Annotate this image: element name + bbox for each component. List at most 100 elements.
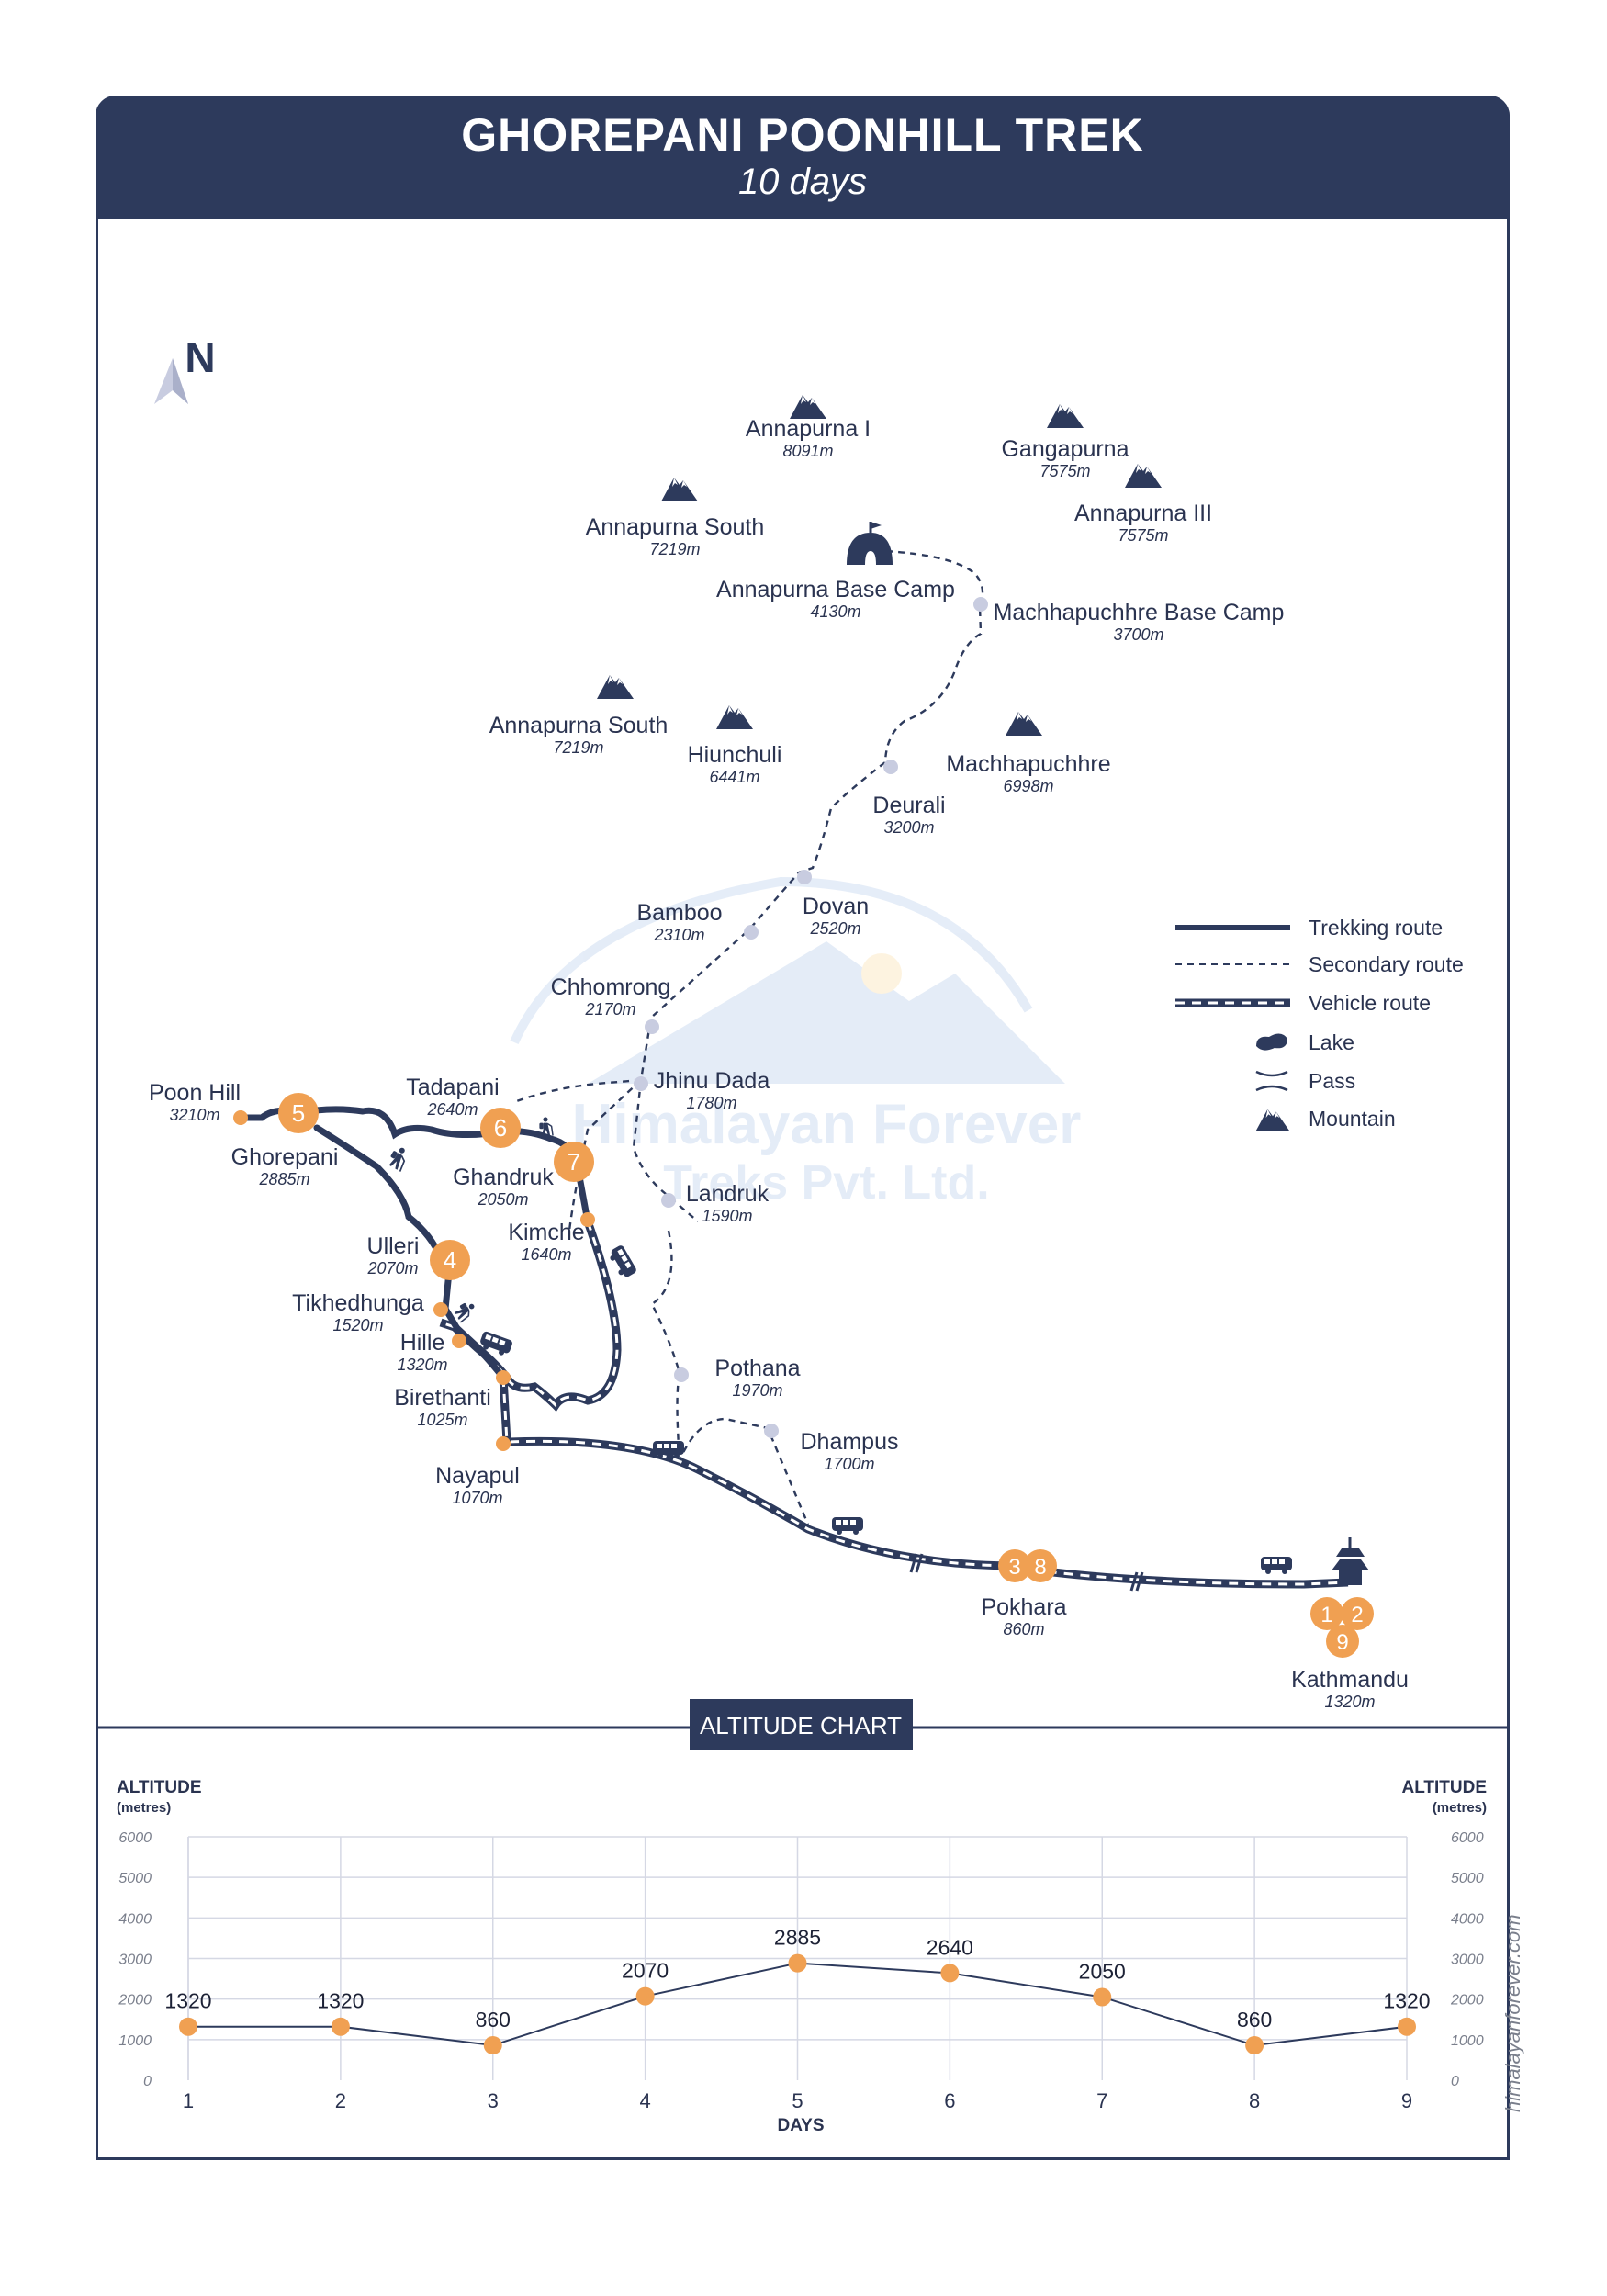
place-name: Ghandruk: [453, 1165, 554, 1190]
kathmandu-temple-icon: [1332, 1537, 1369, 1585]
place-name: Hille: [400, 1330, 445, 1356]
chart-title: ALTITUDE CHART: [700, 1712, 902, 1739]
place-marker: [496, 1370, 511, 1385]
place-altitude: 1025m: [417, 1411, 467, 1429]
place-altitude: 3200m: [883, 818, 934, 837]
x-tick-label: 7: [1096, 2089, 1107, 2112]
mountain-altitude: 7219m: [553, 738, 603, 757]
day-marker: [430, 1240, 470, 1280]
place-altitude: 1070m: [452, 1489, 502, 1507]
place-altitude: 2170m: [584, 1000, 635, 1019]
day-number: 8: [1034, 1555, 1046, 1580]
day-number: 9: [1336, 1630, 1348, 1655]
legend-item-vehicle-line: Vehicle route: [1175, 991, 1431, 1015]
altitude-value-label: 1320: [1383, 1989, 1430, 2013]
altitude-value-label: 1320: [164, 1989, 211, 2013]
place-name: Birethanti: [394, 1385, 491, 1411]
y-tick-label-right: 2000: [1450, 1993, 1484, 2009]
place-altitude: 1320m: [1324, 1693, 1375, 1711]
place-altitude: 2885m: [258, 1170, 309, 1188]
legend-label: Lake: [1309, 1030, 1354, 1054]
distance-breaks: [909, 1553, 1144, 1592]
place-marker: [674, 1367, 689, 1382]
mountain-name: Annapurna South: [489, 713, 669, 738]
mountain-name: Annapurna South: [586, 514, 765, 540]
mountain-name: Machhapuchhre: [946, 751, 1110, 777]
day-marker: [1326, 1625, 1359, 1658]
day-number: 4: [444, 1246, 456, 1274]
place-name: Tadapani: [406, 1075, 499, 1100]
place-name: Jhinu Dada: [654, 1068, 770, 1094]
y-axis-label-right: ALTITUDE: [1401, 1778, 1487, 1797]
place-altitude: 2070m: [366, 1259, 418, 1277]
page-subtitle: 10 days: [737, 162, 868, 202]
altitude-value-label: 2050: [1079, 1959, 1126, 1983]
mountain-altitude: 6441m: [709, 768, 759, 786]
bus-icon: [832, 1517, 863, 1535]
altitude-point: [179, 2017, 197, 2036]
altitude-value-label: 860: [1237, 2008, 1272, 2032]
lake-icon: [1256, 1033, 1287, 1051]
altitude-point: [483, 2036, 502, 2055]
watermark-line2: Treks Pvt. Ltd.: [663, 1156, 989, 1210]
place-altitude: 1700m: [824, 1455, 874, 1473]
place-marker: [452, 1334, 466, 1348]
place-name: Annapurna Base Camp: [716, 577, 955, 602]
chart-title-badge: [690, 1699, 913, 1750]
place-name: Kimche: [508, 1220, 584, 1245]
x-tick-label: 4: [640, 2089, 651, 2112]
mountain-icon: [1255, 1109, 1290, 1131]
place-name: Poon Hill: [149, 1080, 241, 1106]
place-name: Bamboo: [636, 900, 722, 926]
altitude-point: [1245, 2036, 1264, 2055]
place-marker: [634, 1076, 648, 1091]
hiker-icon: [452, 1299, 479, 1323]
y-tick-label-right: 1000: [1451, 2033, 1484, 2049]
place-marker: [744, 925, 759, 940]
place-marker: [433, 1302, 448, 1317]
y-tick-label-left: 6000: [118, 1830, 152, 1846]
place-name: Nayapul: [435, 1463, 520, 1489]
place-altitude: 1640m: [521, 1245, 571, 1264]
day-number: 3: [1008, 1555, 1020, 1580]
day-number: 6: [494, 1114, 507, 1142]
day-number: 2: [1351, 1603, 1363, 1627]
place-name: Landruk: [686, 1181, 770, 1207]
place-name: Tikhedhunga: [292, 1290, 424, 1316]
hiker-icon: [385, 1143, 412, 1173]
altitude-point: [940, 1964, 960, 1983]
watermark-logo: Himalayan Forever Treks Pvt. Ltd.: [510, 876, 1081, 1210]
place-marker: [661, 1193, 676, 1208]
legend-label: Pass: [1309, 1069, 1355, 1093]
mountain-altitude: 6998m: [1003, 777, 1053, 795]
place-name: Ulleri: [367, 1233, 420, 1259]
day-number: 7: [568, 1148, 580, 1176]
compass-letter: N: [185, 333, 215, 381]
y-tick-label-right: 3000: [1451, 1953, 1484, 1968]
y-tick-label-right: 6000: [1451, 1830, 1484, 1846]
chart-grid: [187, 1836, 1408, 2080]
place-altitude: 3210m: [169, 1106, 219, 1124]
place-altitude: 1520m: [332, 1316, 383, 1334]
y-tick-label-right: 0: [1451, 2074, 1459, 2089]
mountain-icon: [1006, 712, 1042, 736]
place-name: Pokhara: [981, 1594, 1066, 1620]
y-tick-label-left: 0: [143, 2074, 152, 2089]
place-name: Chhomrong: [551, 974, 671, 1000]
mountain-name: Gangapurna: [1001, 436, 1129, 462]
bus-icon: [606, 1244, 638, 1280]
day-marker: [480, 1108, 521, 1148]
place-altitude: 2640m: [426, 1100, 478, 1119]
x-tick-label: 1: [183, 2089, 194, 2112]
mountain-name: Hiunchuli: [688, 742, 782, 768]
day-marker: [278, 1093, 319, 1133]
place-marker: [496, 1436, 511, 1451]
x-tick-label: 5: [792, 2089, 803, 2112]
y-tick-label-right: 4000: [1451, 1911, 1484, 1927]
y-axis-unit-right: (metres): [1433, 1800, 1487, 1816]
pass-icon: [1255, 1070, 1288, 1077]
day-number: 5: [292, 1099, 305, 1127]
website-url: himalayanforever.com: [1501, 1914, 1524, 2112]
day-marker: [1024, 1549, 1057, 1582]
